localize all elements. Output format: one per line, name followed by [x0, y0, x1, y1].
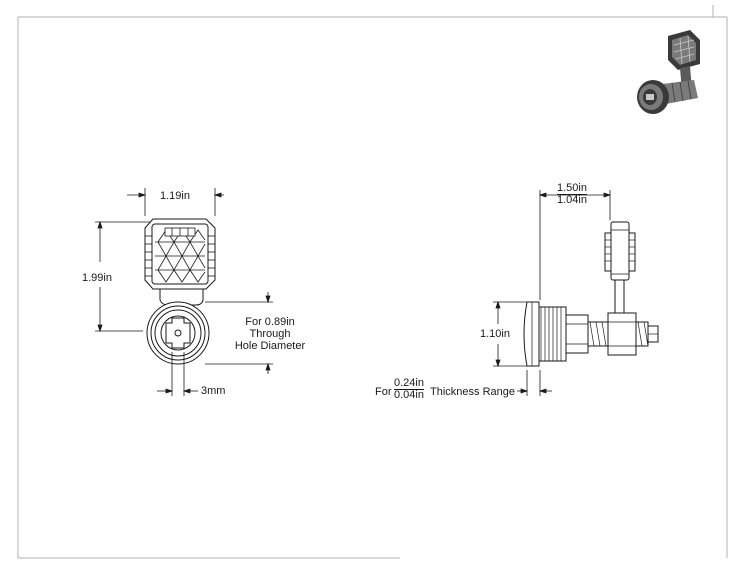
front-dimensions	[95, 188, 273, 396]
projection-max: 1.50in	[557, 182, 587, 194]
isometric-lock-thumbnail	[637, 30, 700, 114]
thickness-max: 0.24in	[394, 377, 424, 389]
thickness-range-fraction: 0.24in 0.04in	[394, 378, 424, 401]
thickness-suffix: Thickness Range	[430, 386, 515, 398]
hole-diameter-note: For 0.89in Through Hole Diameter	[228, 316, 312, 352]
front-height-label: 1.99in	[82, 272, 112, 284]
front-view	[144, 218, 216, 365]
handle-side-ribs	[145, 235, 215, 277]
hole-note-line-3: Hole Diameter	[234, 340, 306, 352]
projection-range-label: 1.50in 1.04in	[557, 183, 587, 206]
flange-diameter-label: 1.10in	[480, 328, 510, 340]
thickness-min: 0.04in	[394, 389, 424, 401]
projection-min: 1.04in	[557, 194, 587, 206]
side-view	[523, 221, 659, 367]
fraction-bar	[394, 389, 424, 390]
hole-note-line-1: For 0.89in	[245, 316, 295, 328]
front-width-label: 1.19in	[160, 190, 190, 202]
sheet-border	[17, 5, 728, 559]
side-dimensions	[493, 190, 612, 396]
fraction-bar	[557, 194, 587, 195]
slot-width-label: 3mm	[201, 385, 226, 397]
hole-note-line-2: Through	[249, 328, 291, 340]
thickness-prefix: For	[375, 386, 392, 398]
handle-knurl	[155, 227, 206, 283]
